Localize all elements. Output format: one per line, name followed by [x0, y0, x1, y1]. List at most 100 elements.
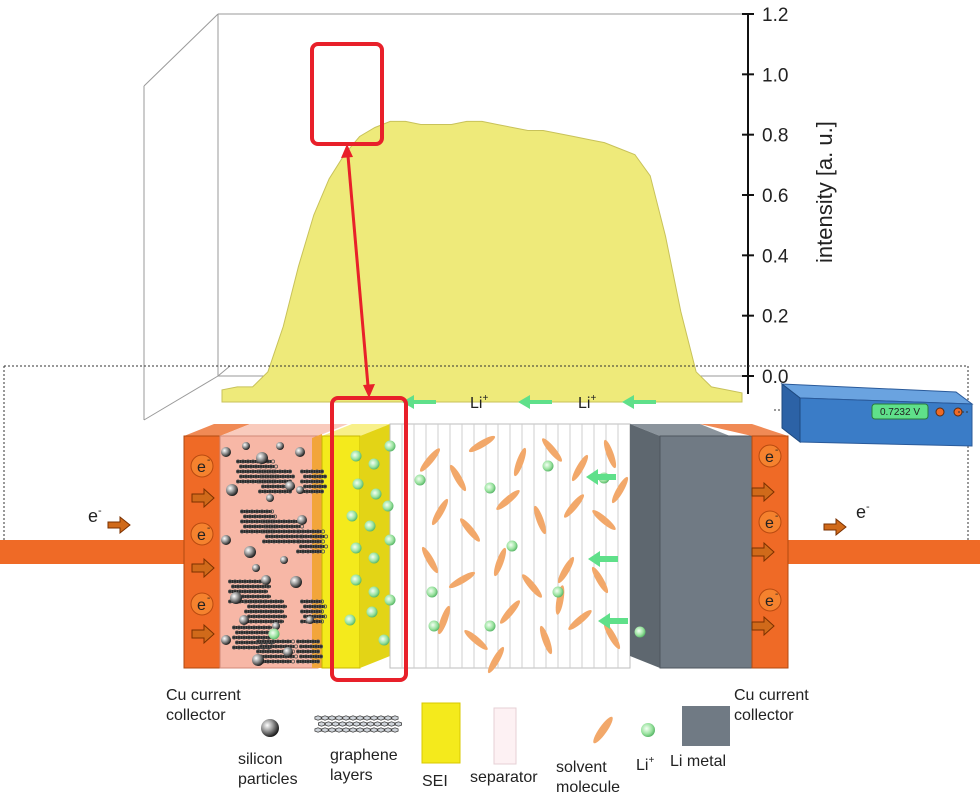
electron-icon: e- — [190, 454, 214, 478]
silicon-particle — [295, 447, 305, 457]
graphene-sheet — [255, 639, 295, 644]
arrow-head-icon — [363, 384, 375, 398]
arrow-head-icon — [341, 144, 353, 158]
li-ion — [368, 458, 380, 470]
y-tick-label: 1.2 — [762, 5, 788, 26]
solvent-molecule — [591, 566, 609, 594]
circuit-wire — [3, 365, 969, 540]
li-ion-sup: + — [482, 393, 488, 404]
electron-symbol-sup: - — [775, 589, 778, 600]
graphene-sheet — [260, 474, 295, 479]
legend-solvent-line1: solvent — [556, 759, 607, 776]
legend-solvent-icon — [593, 716, 613, 744]
solvent-molecule — [568, 609, 592, 631]
solvent-molecule — [468, 435, 496, 453]
graphene-sheet — [302, 604, 327, 609]
graphene-sheet — [261, 529, 301, 534]
anode-top — [220, 424, 348, 436]
y-axis-label: intensity [a. u.] — [812, 121, 837, 263]
y-tick-label: 0.4 — [762, 246, 789, 267]
graphene-sheet — [298, 644, 323, 649]
voltmeter-reading: 0.7232 V — [880, 407, 920, 418]
silicon-particle — [297, 515, 307, 525]
electron-symbol: e — [765, 515, 774, 532]
li-ion-label: Li — [578, 395, 590, 412]
silicon-particles — [221, 442, 314, 666]
silicon-particle — [266, 494, 274, 502]
cu-collector-right-top — [700, 424, 788, 436]
silicon-particle — [280, 556, 288, 564]
silicon-particle — [306, 616, 314, 624]
li-metal-side — [630, 424, 660, 668]
li-ion — [426, 586, 438, 598]
svg-text:e-: e- — [88, 505, 102, 526]
terminal-icon — [935, 407, 945, 417]
legend-silicon-icon — [261, 719, 279, 737]
electron-sup: - — [98, 505, 102, 517]
silicon-particle — [290, 576, 302, 588]
electron-icon: e- — [190, 592, 214, 616]
graphene-sheet — [243, 599, 284, 604]
voltmeter-display — [871, 403, 929, 420]
li-ion-top-flow: Li+ Li+ — [402, 393, 656, 412]
li-ion — [346, 510, 358, 522]
graphene-sheet — [239, 509, 274, 514]
legend-graphene-line2: layers — [330, 767, 373, 784]
silicon-particle — [221, 535, 231, 545]
y-axis-ticks: 1.21.00.80.60.40.20.0 — [742, 5, 789, 388]
green-arrow-icon — [402, 395, 436, 409]
intensity-profile — [221, 120, 743, 403]
solvent-molecule — [419, 448, 441, 472]
solvent-molecule — [421, 546, 439, 574]
electron-label: e — [856, 502, 866, 522]
solvent-molecule — [448, 571, 476, 589]
li-ion — [542, 460, 554, 472]
electron-sup: - — [866, 501, 870, 513]
solvent-molecule — [611, 476, 629, 504]
li-ion — [368, 586, 380, 598]
green-arrow-icon — [588, 551, 618, 567]
li-ion — [368, 552, 380, 564]
li-ion — [350, 450, 362, 462]
silicon-particle — [242, 442, 250, 450]
li-ion-label: Li — [470, 395, 482, 412]
solvent-molecule — [521, 574, 543, 598]
sei-side — [360, 424, 390, 668]
li-ion — [506, 540, 518, 552]
y-tick-label: 1.0 — [762, 65, 788, 86]
li-ion — [428, 620, 440, 632]
legend-solvent-line2: molecule — [556, 779, 620, 796]
graphene-sheet — [255, 649, 295, 654]
electron-flow-arrow-icon — [751, 541, 775, 563]
electron-icon: e- — [190, 522, 214, 546]
electron-symbol-sup: - — [207, 455, 210, 466]
graphene-sheet — [231, 625, 272, 630]
solvent-molecule — [603, 439, 617, 469]
silicon-particle — [221, 635, 231, 645]
li-ion — [378, 634, 390, 646]
silicon-particle — [261, 575, 271, 585]
li-ion — [366, 606, 378, 618]
legend-li-ion-icon — [641, 723, 655, 737]
graphene-sheet — [246, 614, 287, 619]
solvent-molecule — [571, 454, 589, 482]
graphene-layers — [227, 459, 328, 664]
graphene-sheet — [298, 534, 328, 539]
silicon-particle — [244, 546, 256, 558]
solvent-molecule — [493, 547, 507, 577]
graphene-sheet — [298, 544, 328, 549]
graphene-sheet — [299, 479, 324, 484]
li-ion — [268, 628, 280, 640]
solvent-molecule — [487, 646, 505, 674]
electron-flow-arrow-icon — [751, 615, 775, 637]
electron-symbol: e — [197, 527, 206, 544]
graphene-sheet — [295, 539, 325, 544]
electron-flow-arrow-icon — [191, 557, 215, 579]
silicon-particle — [296, 486, 304, 494]
solvent-molecule — [539, 625, 553, 655]
y-tick-label: 0.6 — [762, 186, 788, 207]
silicon-particle — [285, 481, 295, 491]
silicon-particle — [252, 564, 260, 572]
